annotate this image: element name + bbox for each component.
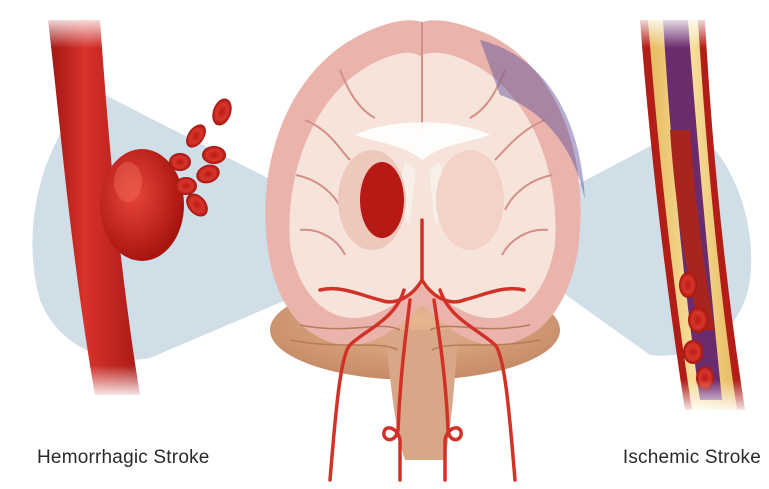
hemorrhagic-stroke-caption: Hemorrhagic Stroke (37, 447, 210, 469)
ischemic-stroke-caption: Ischemic Stroke (623, 447, 761, 469)
brain-section-icon (265, 20, 585, 460)
hemorrhage-region (360, 162, 404, 238)
